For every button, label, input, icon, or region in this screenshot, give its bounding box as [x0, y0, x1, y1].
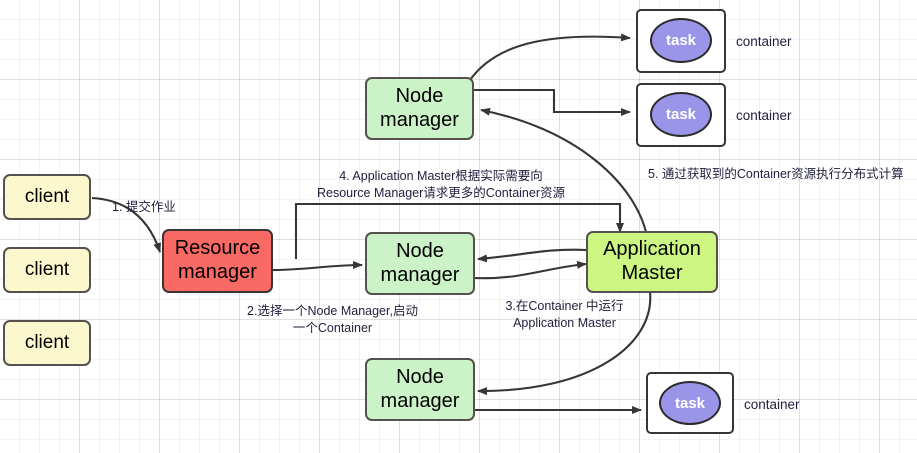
edge-label-step4: 4. Application Master根据实际需要向 Resource Ma… [316, 169, 565, 200]
edge-applicationmaster-to-nodemanager-mid [477, 248, 587, 263]
edge-applicationmaster-to-nodemanager-top [480, 107, 648, 233]
edge-nodemanager-top-to-task-mid [474, 88, 631, 116]
task-ellipse-top[interactable]: task [650, 18, 712, 63]
edge-label-step5: 5. 通过获取到的Container资源执行分布式计算 [648, 167, 904, 181]
node-client-2[interactable]: client [3, 247, 91, 293]
node-node-manager-bottom[interactable]: Node manager [365, 358, 475, 421]
task-ellipse-mid[interactable]: task [650, 92, 712, 137]
edge-resourcemanager-to-nodemanager-mid [272, 261, 363, 272]
label-container-bottom: container [744, 397, 800, 412]
node-node-manager-top[interactable]: Node manager [365, 77, 474, 140]
edge-label-step2: 2.选择一个Node Manager,启动 一个Container [247, 304, 418, 335]
edge-label-step1: 1. 提交作业 [112, 200, 176, 214]
edge-applicationmaster-to-resourcemanager [294, 202, 624, 259]
label-container-top: container [736, 34, 792, 49]
task-ellipse-bottom[interactable]: task [659, 381, 721, 425]
label-container-mid: container [736, 108, 792, 123]
edge-applicationmaster-to-nodemanager-bottom [477, 291, 652, 396]
edge-label-step3: 3.在Container 中运行 Application Master [505, 299, 624, 330]
node-resource-manager[interactable]: Resource manager [162, 229, 273, 293]
edge-nodemanager-top-to-task-top [469, 33, 631, 81]
node-node-manager-mid[interactable]: Node manager [365, 232, 475, 295]
edge-client-to-resourcemanager [91, 196, 161, 253]
node-application-master[interactable]: Application Master [586, 231, 718, 293]
edge-nodemanager-mid-to-applicationmaster [474, 260, 587, 280]
node-client-1[interactable]: client [3, 174, 91, 220]
node-client-3[interactable]: client [3, 320, 91, 366]
